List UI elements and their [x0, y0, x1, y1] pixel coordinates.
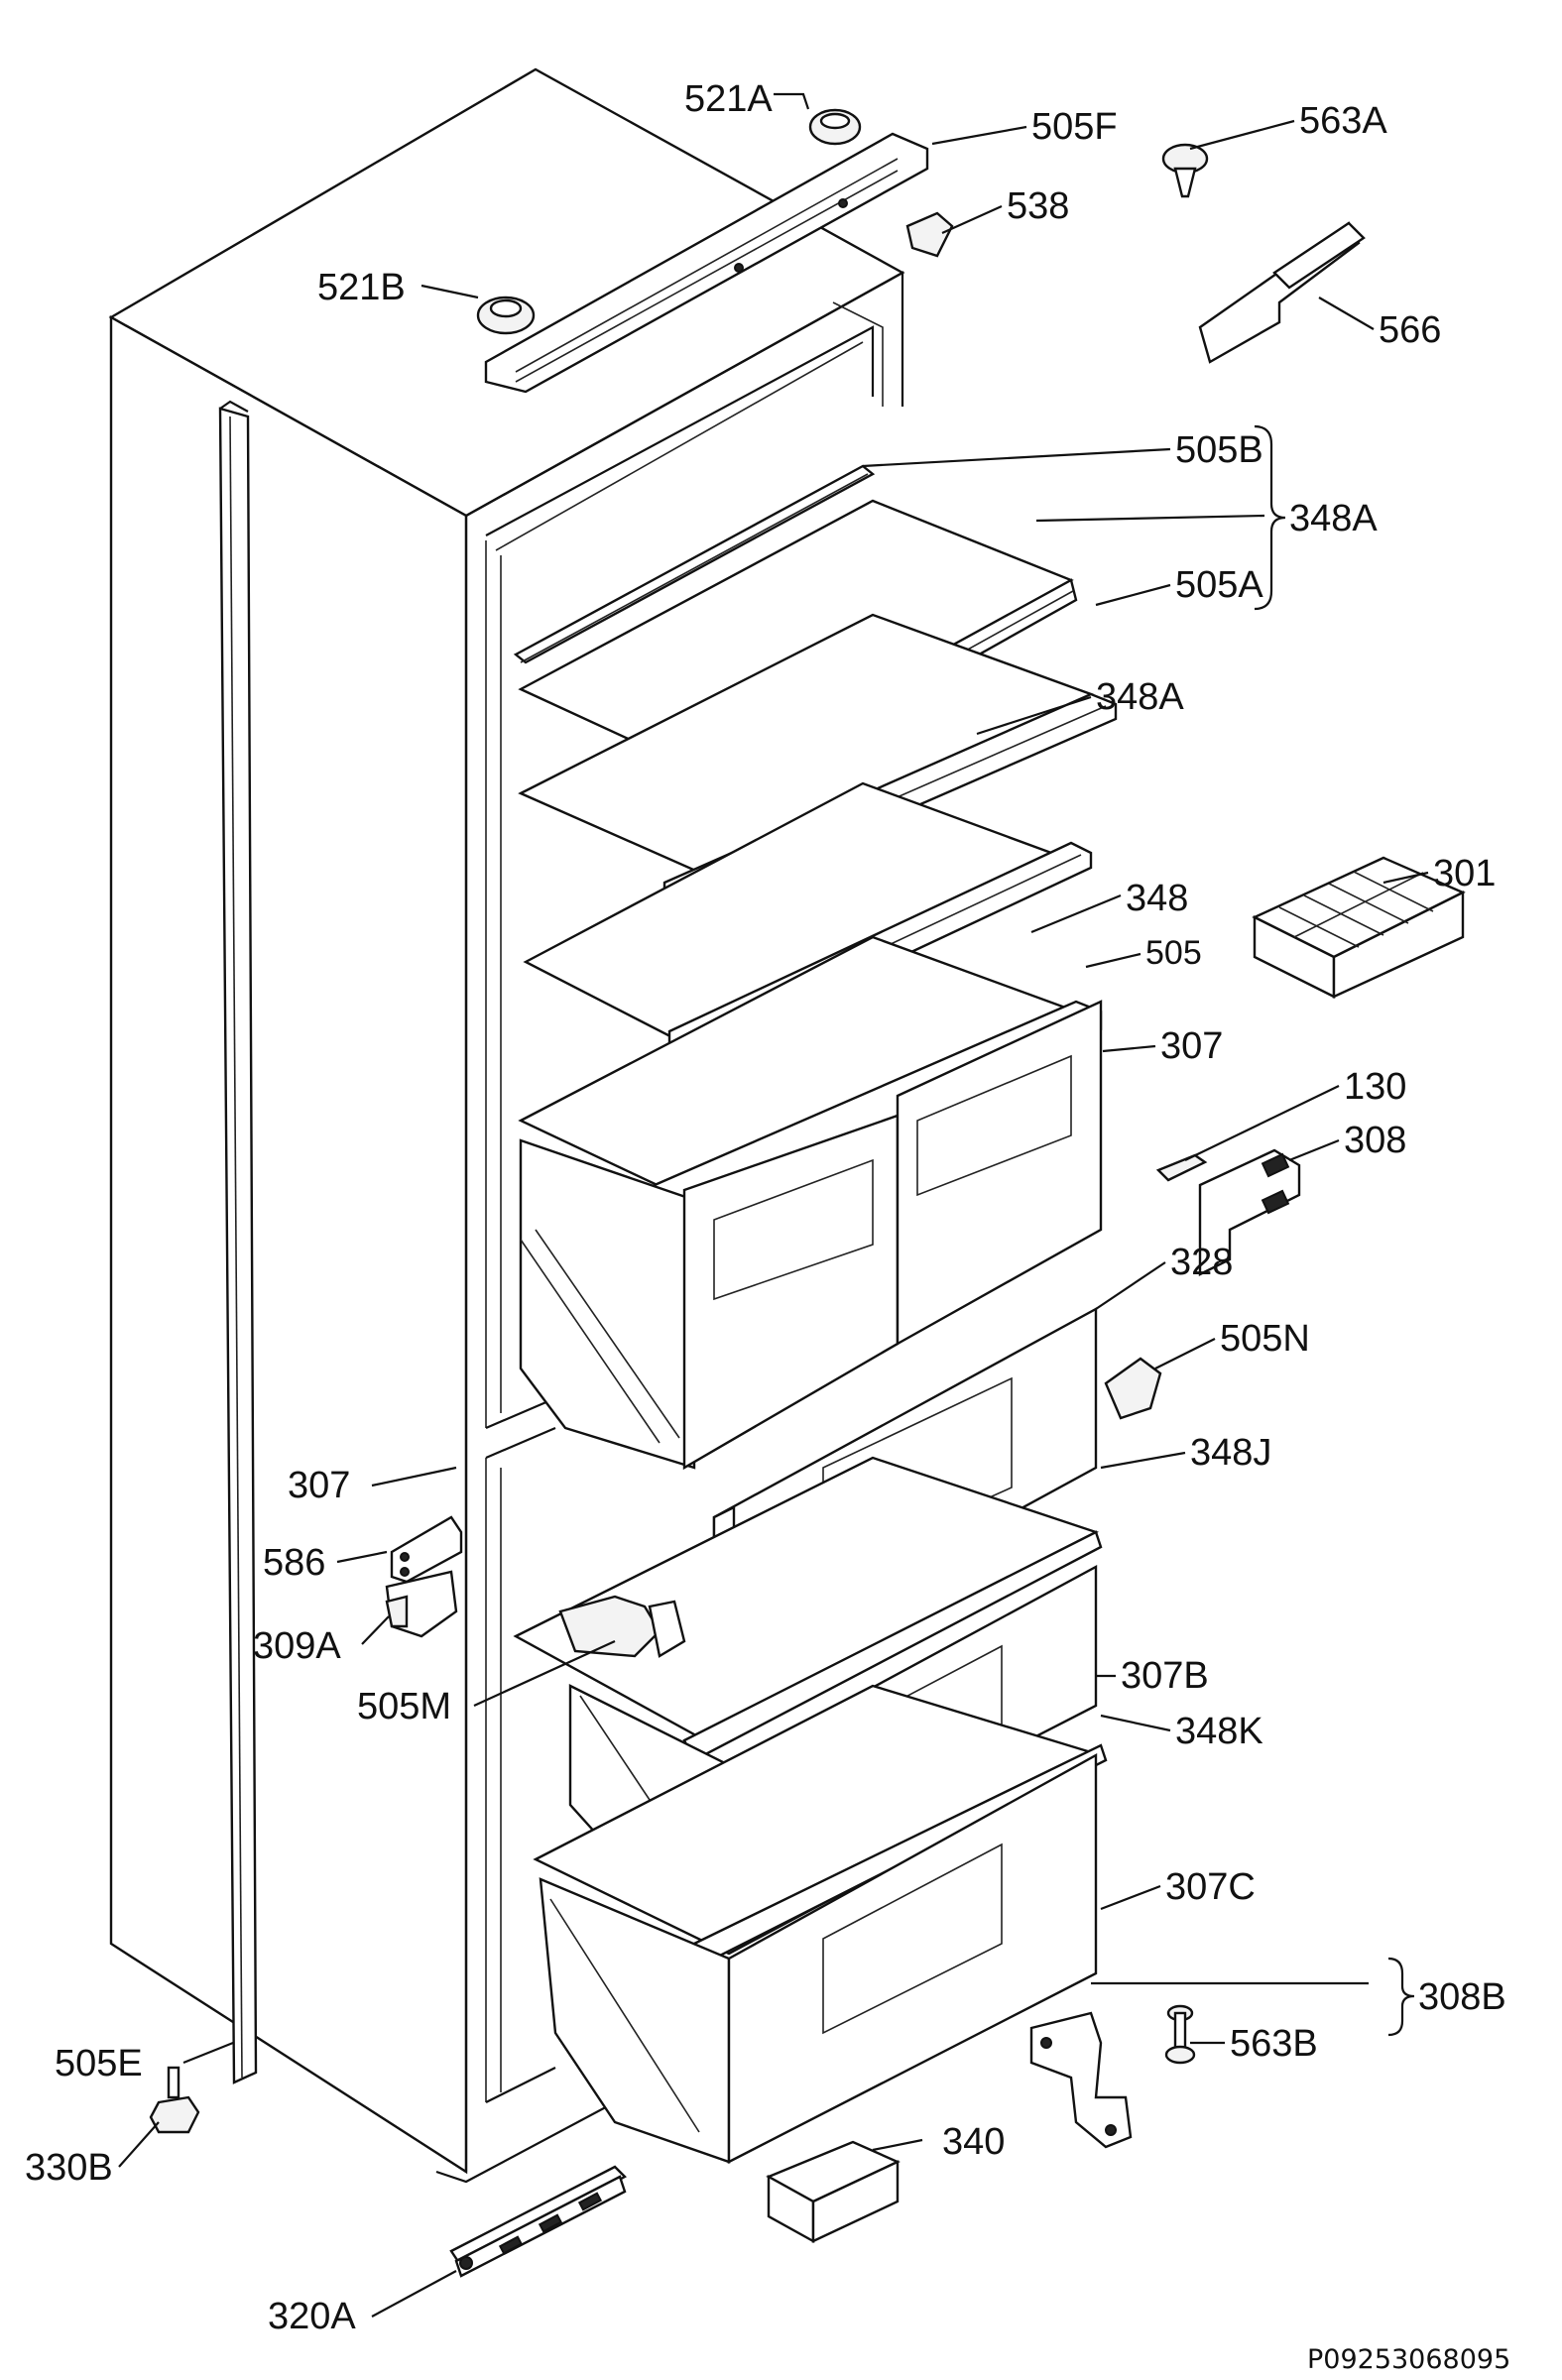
clip-505N — [1104, 1357, 1162, 1420]
rail-320A — [449, 2165, 627, 2278]
screw-563B — [1164, 2004, 1196, 2065]
cabinet-body — [108, 67, 905, 2184]
label-348A-group: 348A — [1289, 498, 1378, 539]
label-538: 538 — [1007, 185, 1069, 227]
label-505: 505 — [1145, 934, 1202, 972]
label-505B: 505B — [1175, 429, 1263, 471]
document-code: P09253068095 — [1307, 2344, 1510, 2375]
label-307-top: 307 — [1160, 1025, 1223, 1067]
label-521A: 521A — [684, 78, 773, 120]
label-320A: 320A — [268, 2296, 356, 2337]
label-505N: 505N — [1220, 1318, 1310, 1360]
top-rail-505F — [484, 132, 929, 394]
label-566: 566 — [1379, 309, 1441, 351]
hinge-308B — [1029, 2011, 1133, 2149]
foot-330B — [149, 2066, 200, 2134]
bracket-309A — [385, 1570, 458, 1638]
hinge-308 — [1198, 1148, 1301, 1276]
brace-348A-group — [1254, 424, 1286, 611]
label-521B: 521B — [317, 267, 406, 308]
label-301: 301 — [1433, 853, 1496, 894]
hinge-505M — [558, 1595, 686, 1658]
label-563B: 563B — [1230, 2023, 1318, 2065]
label-505A: 505A — [1175, 564, 1263, 606]
label-307C: 307C — [1165, 1866, 1256, 1908]
label-505M: 505M — [357, 1686, 451, 1727]
screw-563A — [1161, 143, 1209, 198]
label-130: 130 — [1344, 1066, 1406, 1108]
label-505E: 505E — [55, 2043, 143, 2084]
leader-lines — [118, 92, 1429, 2318]
label-307B: 307B — [1121, 1655, 1209, 1697]
label-309A: 309A — [253, 1625, 341, 1667]
block-340 — [766, 2140, 901, 2244]
label-348: 348 — [1126, 878, 1188, 919]
label-330B: 330B — [25, 2147, 113, 2189]
cap-521A — [808, 108, 862, 146]
label-308: 308 — [1344, 1120, 1406, 1161]
label-348J: 348J — [1190, 1432, 1271, 1474]
label-563A-top: 563A — [1299, 100, 1387, 142]
brace-308B-group — [1387, 1957, 1415, 2037]
door-gasket-505E — [218, 400, 258, 2084]
shelf-348J — [513, 1456, 1103, 1762]
bracket-538 — [905, 211, 954, 258]
twin-drawers-307 — [519, 1000, 1103, 1471]
label-348K: 348K — [1175, 1711, 1263, 1752]
label-328: 328 — [1170, 1242, 1233, 1283]
cap-521B — [476, 296, 536, 335]
part-130 — [1155, 1153, 1208, 1182]
hinge-586 — [390, 1515, 463, 1584]
ice-scraper-566 — [1198, 221, 1366, 364]
drawer-307C — [539, 1752, 1098, 2164]
label-505F: 505F — [1031, 106, 1118, 148]
ice-tray-301 — [1252, 856, 1466, 999]
label-340: 340 — [942, 2121, 1005, 2163]
label-307-left: 307 — [288, 1465, 350, 1506]
shelf-348K — [533, 1684, 1108, 1965]
label-308B: 308B — [1418, 1976, 1506, 2018]
label-586: 586 — [263, 1542, 325, 1584]
part-labels: 521A 505F 563A 538 521B 566 505B 348A 50… — [25, 78, 1510, 2375]
label-348A: 348A — [1096, 676, 1184, 718]
